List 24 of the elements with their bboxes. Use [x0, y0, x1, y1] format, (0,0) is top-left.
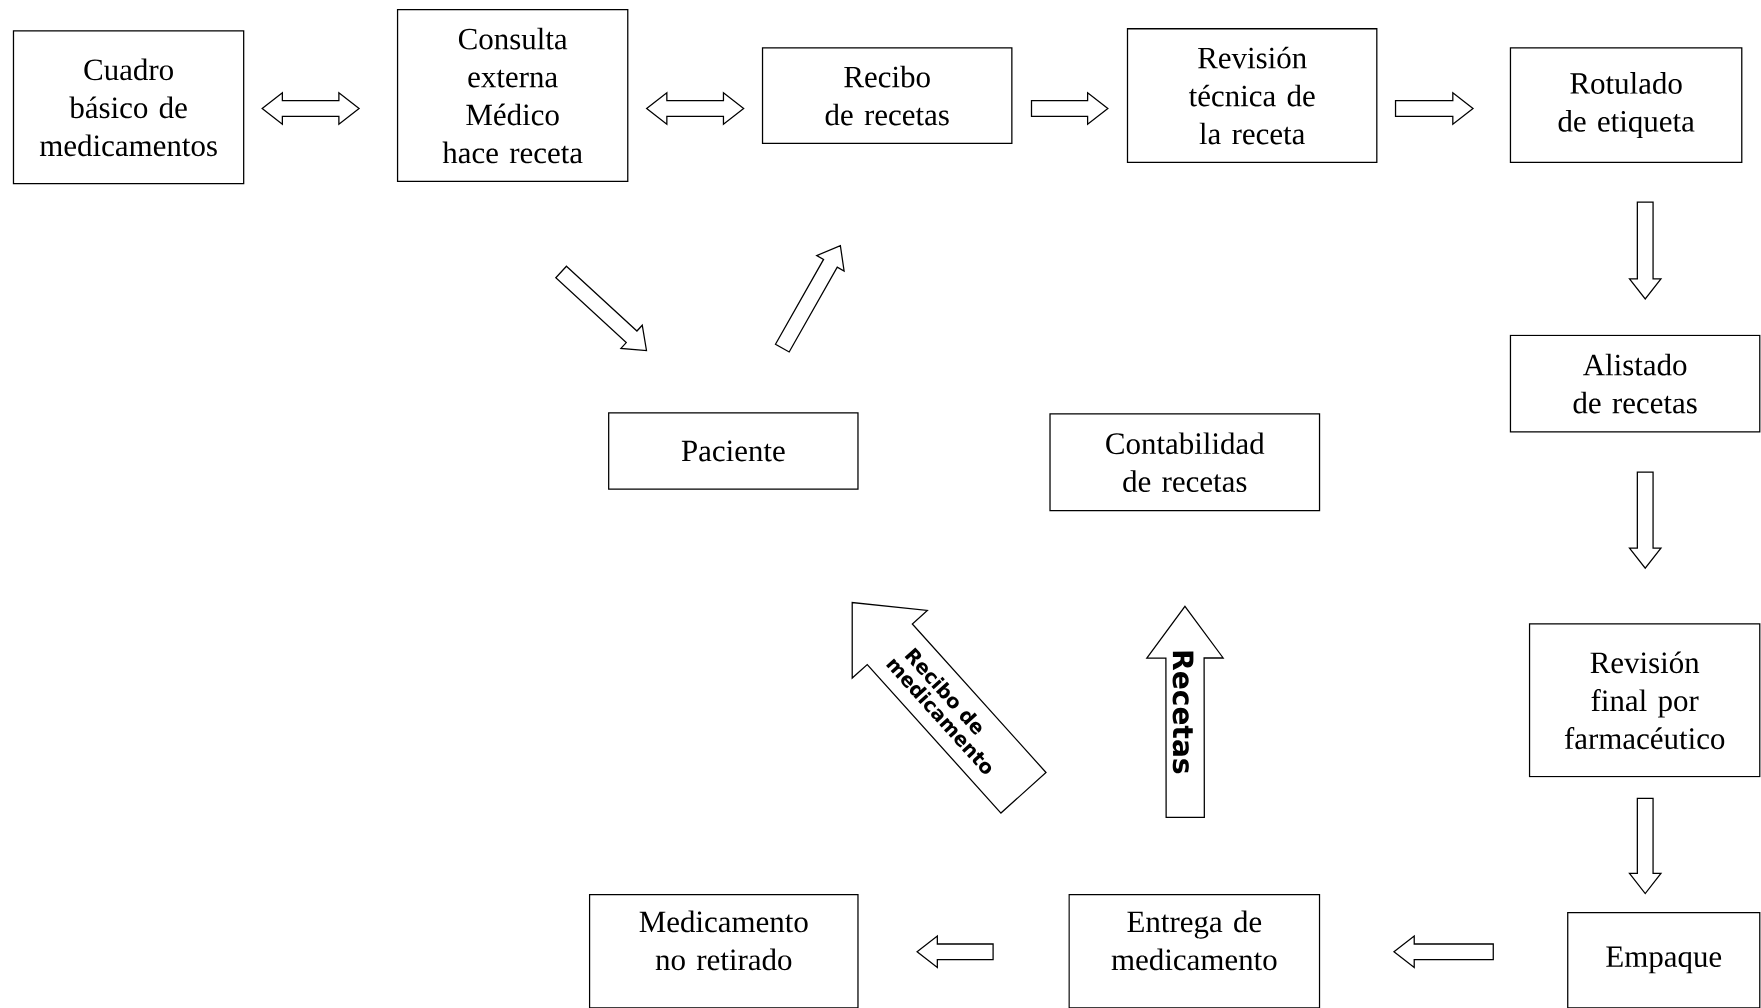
block-arrow: [1628, 201, 1663, 301]
process-box: Rotulado de etiqueta: [1509, 47, 1743, 164]
process-box: Entrega de medicamento: [1068, 893, 1321, 1008]
block-arrow: [261, 91, 361, 126]
process-box: Revisión técnica de la receta: [1126, 28, 1378, 164]
block-arrow: [1145, 605, 1225, 818]
process-box: Paciente: [608, 412, 859, 490]
process-box: Medicamento no retirado: [588, 893, 859, 1008]
block-arrow: [916, 934, 994, 969]
block-arrow: [1628, 471, 1663, 570]
process-box: Cuadro básico de medicamentos: [12, 30, 245, 185]
block-arrow: [1394, 91, 1475, 126]
block-arrow: [1030, 91, 1109, 126]
process-box: Contabilidad de recetas: [1049, 413, 1321, 512]
process-box: Recibo de recetas: [761, 47, 1013, 144]
block-arrow: [1628, 797, 1663, 895]
block-arrow: [774, 244, 845, 353]
process-box: Empaque: [1567, 911, 1761, 1008]
block-arrow: [1392, 934, 1494, 969]
process-box: Revisión final por farmacéutico: [1528, 623, 1761, 778]
process-box: Consulta externa Médico hace receta: [396, 9, 629, 183]
edge-label: Recetas: [1172, 651, 1194, 774]
block-arrow: [851, 601, 1047, 814]
process-box: Alistado de recetas: [1509, 334, 1761, 433]
